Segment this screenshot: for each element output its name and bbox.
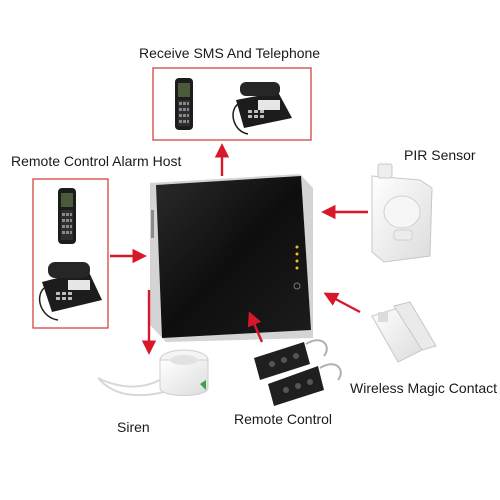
connection-arrows xyxy=(110,143,368,355)
label-receive-sms: Receive SMS And Telephone xyxy=(139,45,321,61)
telephone-icon xyxy=(232,82,292,135)
alarm-host-panel xyxy=(150,174,313,342)
sms-telephone-box xyxy=(152,67,312,141)
siren-device xyxy=(97,349,209,397)
remote-key-fob-icon xyxy=(268,363,342,406)
mobile-phone-icon xyxy=(175,78,193,130)
pir-sensor-device xyxy=(371,163,433,263)
remote-control-devices xyxy=(254,339,342,406)
label-siren: Siren xyxy=(117,419,150,435)
arrow-from-contact xyxy=(323,292,361,314)
status-leds xyxy=(295,245,299,270)
host-screen xyxy=(156,176,311,338)
host-button-icon xyxy=(293,282,301,290)
remote-key-fob-icon xyxy=(254,339,328,380)
label-remote-host: Remote Control Alarm Host xyxy=(11,153,182,169)
label-remote-control: Remote Control xyxy=(234,411,333,427)
remote-host-box xyxy=(32,178,109,329)
telephone-icon xyxy=(38,262,102,321)
arrow-from-remote xyxy=(247,311,264,343)
label-magic-contact: Wireless Magic Contact xyxy=(350,380,498,396)
magic-contact-device xyxy=(371,301,437,363)
label-pir-sensor: PIR Sensor xyxy=(404,147,476,163)
mobile-phone-icon xyxy=(58,188,76,244)
